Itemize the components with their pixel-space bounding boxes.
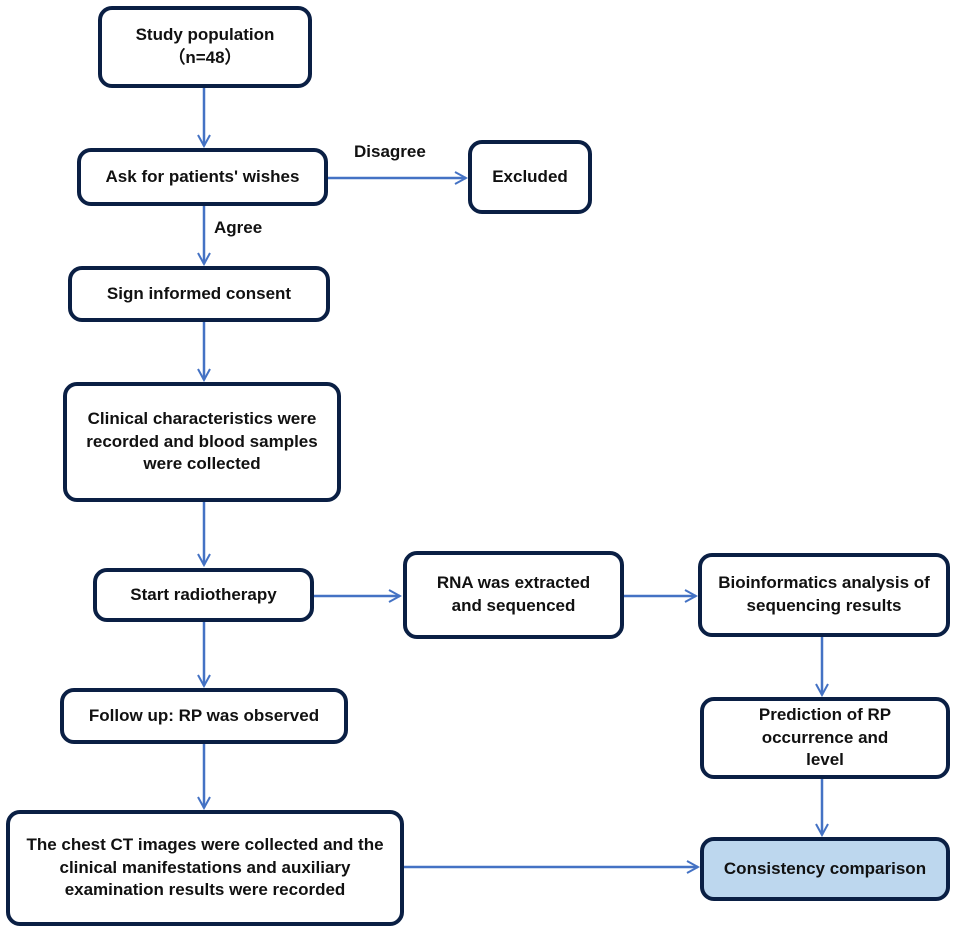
node-prediction: Prediction of RP occurrence and level <box>700 697 950 779</box>
label-disagree: Disagree <box>354 142 426 161</box>
node-rna-extracted: RNA was extracted and sequenced <box>403 551 624 639</box>
node-start-radiotherapy: Start radiotherapy <box>93 568 314 622</box>
node-follow-up: Follow up: RP was observed <box>60 688 348 744</box>
node-study-population: Study population （n=48） <box>98 6 312 88</box>
node-excluded: Excluded <box>468 140 592 214</box>
node-bioinformatics: Bioinformatics analysis of sequencing re… <box>698 553 950 637</box>
label-agree: Agree <box>214 218 263 237</box>
node-sign-consent: Sign informed consent <box>68 266 330 322</box>
node-ask-wishes: Ask for patients' wishes <box>77 148 328 206</box>
node-consistency-comparison: Consistency comparison <box>700 837 950 901</box>
node-chest-ct: The chest CT images were collected and t… <box>6 810 404 926</box>
node-clinical-characteristics: Clinical characteristics were recorded a… <box>63 382 341 502</box>
